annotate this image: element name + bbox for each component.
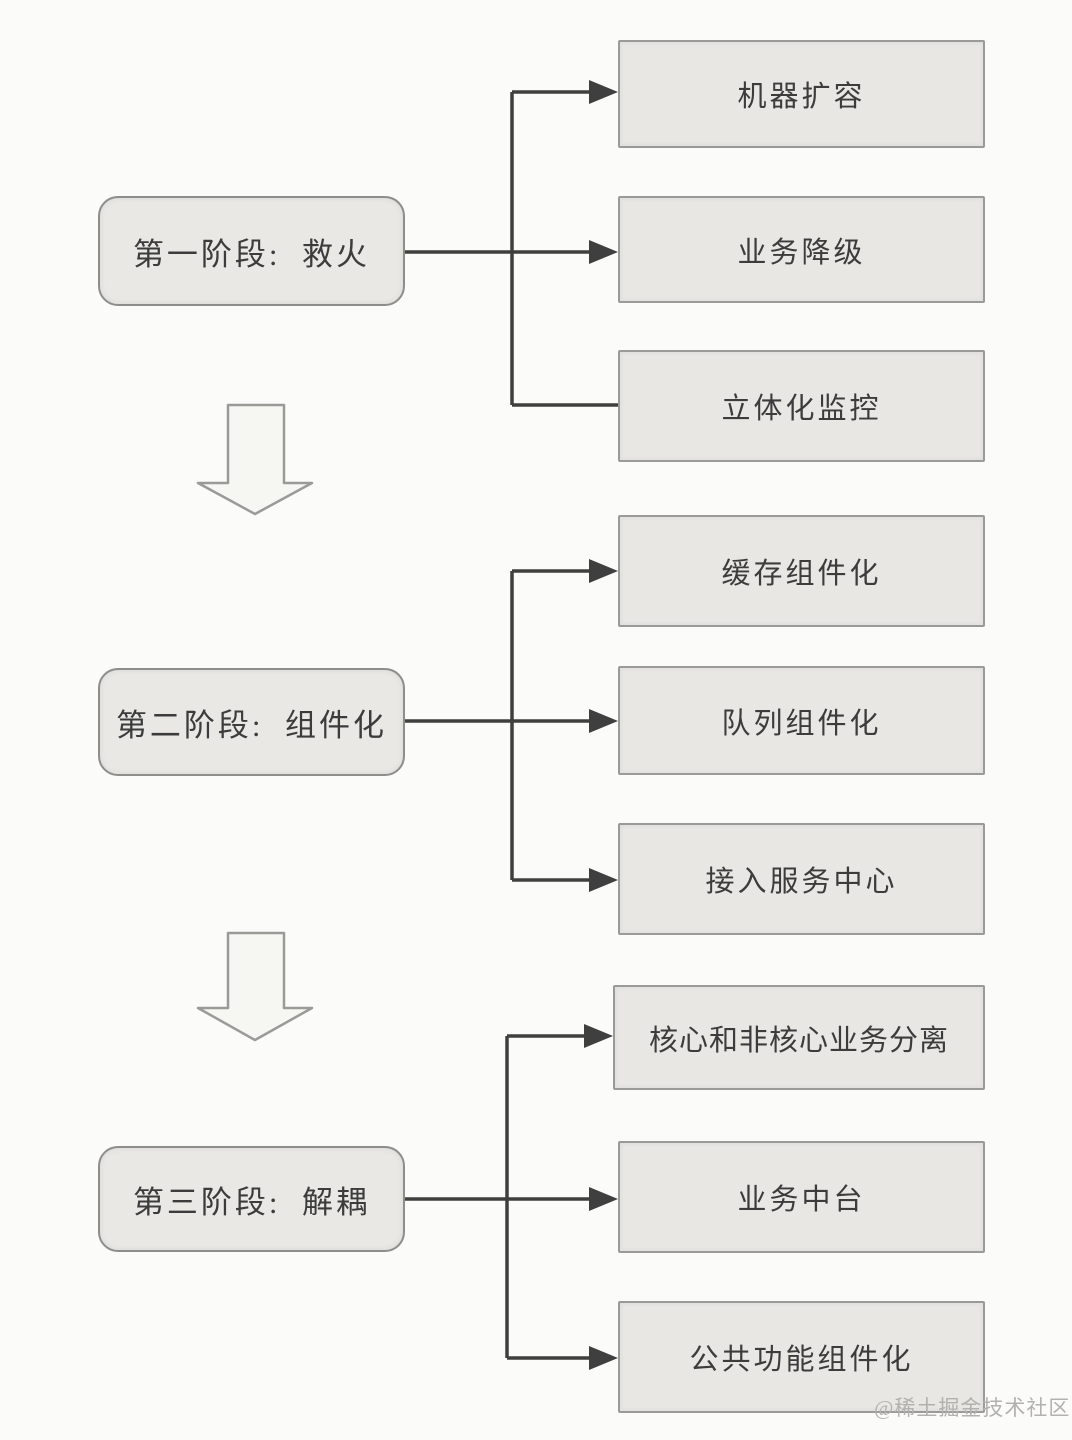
child-box-access-service-center: 接入服务中心	[618, 823, 985, 935]
child-box-label: 接入服务中心	[705, 866, 898, 898]
child-box-label: 业务中台	[737, 1184, 866, 1216]
child-box-label: 机器扩容	[737, 81, 866, 113]
down-block-arrow-2	[196, 931, 314, 1042]
child-box-label: 队列组件化	[721, 707, 882, 740]
stage-box-2-label: 第二阶段: 组件化	[115, 707, 388, 743]
child-box-business-middle-platform: 业务中台	[618, 1141, 985, 1253]
stage2-arrowheads	[589, 559, 618, 892]
stage-box-2: 第二阶段: 组件化	[98, 668, 405, 776]
child-box-common-function-componentization: 公共功能组件化	[618, 1301, 985, 1413]
child-box-label: 核心和非核心业务分离	[648, 1024, 949, 1057]
stage2-connector	[405, 569, 591, 882]
child-box-queue-componentization: 队列组件化	[618, 666, 985, 775]
stage3-connector	[405, 1034, 591, 1360]
watermark-text: @稀土掘金技术社区	[874, 1396, 1071, 1420]
child-box-multidimensional-monitoring: 立体化监控	[618, 350, 985, 462]
stage-box-3: 第三阶段: 解耦	[98, 1146, 405, 1252]
child-box-label: 业务降级	[737, 236, 866, 269]
child-box-label: 缓存组件化	[721, 558, 882, 590]
child-box-label: 立体化监控	[721, 393, 882, 425]
child-box-label: 公共功能组件化	[689, 1344, 914, 1376]
stage-box-1-label: 第一阶段: 救火	[132, 236, 371, 272]
stage-box-1: 第一阶段: 救火	[98, 196, 405, 306]
child-box-core-noncore-separation: 核心和非核心业务分离	[613, 985, 985, 1090]
down-block-arrow-1	[196, 403, 314, 516]
stage-box-3-label: 第三阶段: 解耦	[132, 1184, 371, 1220]
stage1-arrowheads	[589, 80, 618, 264]
stage3-arrowheads	[584, 1024, 618, 1370]
stage1-connector	[405, 90, 618, 407]
child-box-machine-scaling: 机器扩容	[618, 40, 985, 148]
child-box-cache-componentization: 缓存组件化	[618, 515, 985, 627]
child-box-service-degradation: 业务降级	[618, 196, 985, 303]
